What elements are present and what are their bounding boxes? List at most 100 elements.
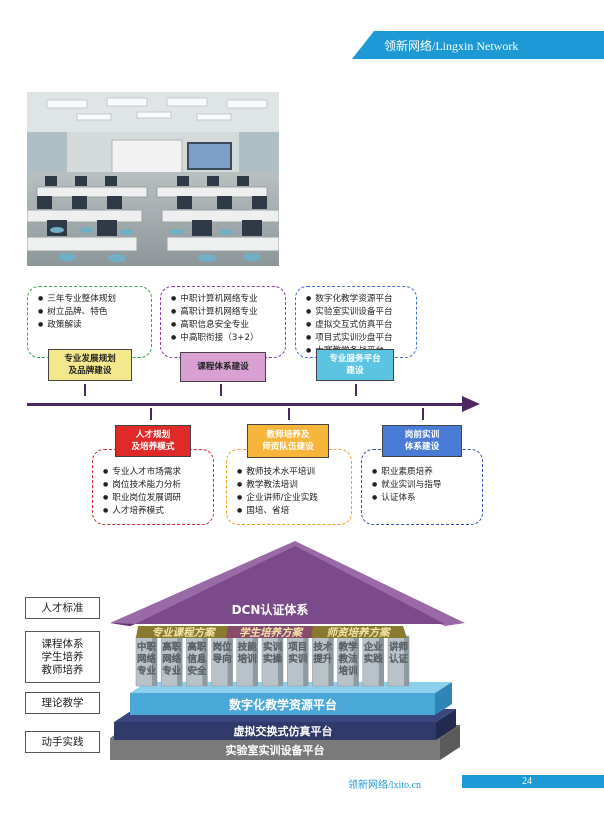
pillar-label: 安全 [187, 665, 207, 677]
timeline-phase-label: 专业服务平台建设 [316, 349, 394, 381]
timeline-tick [422, 408, 424, 420]
pillar-label: 培训 [339, 665, 358, 677]
pillar-label: 中职 [137, 641, 157, 653]
timeline-item-list: 中职计算机网络专业高职计算机网络专业高职信息安全专业中高职衔接（3+2） [161, 287, 285, 345]
pillar-label: 实训 [288, 653, 307, 665]
pillar-label: 实训 [263, 641, 282, 653]
pillar-label: 认证 [389, 653, 409, 665]
timeline-item-text: 就业实训与指导 [372, 479, 482, 492]
beam [311, 626, 407, 638]
timeline-item-text: 高职计算机网络专业 [171, 306, 285, 319]
timeline-item-text: 认证体系 [372, 492, 482, 505]
pillar-label: 教学 [338, 641, 359, 653]
timeline-phase-label-line: 教师培养及 [266, 430, 310, 440]
timeline-phase-label-line: 人才规划 [135, 430, 171, 440]
base-layer-3 [110, 738, 440, 760]
timeline-item-text: 树立品牌、特色 [38, 306, 151, 319]
pyramid-side-label: 人才标准 [25, 597, 100, 619]
pillar-label: 岗位 [213, 641, 233, 653]
timeline-item-text: 人才培养模式 [103, 505, 213, 518]
resource-platform-layer [130, 693, 435, 715]
beam-label: 专业课程方案 [152, 626, 217, 639]
pillar-shade [353, 636, 359, 686]
pillar-label: 培训 [238, 653, 257, 665]
timeline-item-text: 虚拟交互式仿真平台 [306, 319, 416, 332]
roof [135, 546, 445, 624]
timeline-item-box: 数字化教学资源平台实验室实训设备平台虚拟交互式仿真平台项目式实训沙盘平台大赛教学… [295, 286, 417, 358]
header-banner: 领新网络/Lingxin Network [352, 31, 604, 59]
timeline-item-box: 三年专业整体规划树立品牌、特色政策解读 [27, 286, 152, 358]
timeline-item-text: 国培、省培 [237, 505, 351, 518]
timeline-phase-label-line: 建设 [346, 366, 364, 376]
timeline-item-box: 职业素质培养就业实训与指导认证体系 [361, 449, 483, 525]
timeline-item-box: 中职计算机网络专业高职计算机网络专业高职信息安全专业中高职衔接（3+2） [160, 286, 286, 358]
timeline-item-text: 政策解读 [38, 319, 151, 332]
layer-label: 实验室实训设备平台 [226, 743, 325, 757]
timeline-item-list: 教师技术水平培训教学教法培训企业讲师/企业实践国培、省培 [227, 450, 351, 518]
timeline-item-text: 数字化教学资源平台 [306, 293, 416, 306]
timeline-tick [84, 384, 86, 396]
base-layer-3-side [440, 725, 460, 760]
pillar-label: 专业 [162, 665, 182, 677]
roof-title: DCN认证体系 [232, 602, 309, 617]
pillar-shade [378, 636, 384, 686]
pillar-shade [303, 636, 309, 686]
timeline-item-text: 项目式实训沙盘平台 [306, 332, 416, 345]
pillar-label: 网络 [162, 653, 182, 665]
footer-site: 领新网络/lxito.cn [348, 780, 422, 791]
roof-corner [110, 623, 135, 626]
timeline-phase-label: 岗前实训体系建设 [382, 425, 462, 457]
page-number: 24 [522, 776, 532, 787]
timeline-item-list: 三年专业整体规划树立品牌、特色政策解读 [28, 287, 151, 332]
timeline-phase-label: 人才规划及培养模式 [115, 425, 191, 457]
timeline-item-text: 中高职衔接（3+2） [171, 332, 285, 345]
pyramid-side-label-line: 学生培养 [41, 651, 84, 663]
timeline-item-text: 专业人才市场需求 [103, 466, 213, 479]
timeline-phase-label-line: 专业发展规划 [64, 354, 116, 364]
pyramid-side-label-line: 理论教学 [41, 697, 84, 709]
timeline-item-list: 数字化教学资源平台实验室实训设备平台虚拟交互式仿真平台项目式实训沙盘平台大赛教学… [296, 287, 416, 358]
timeline-phase-label-line: 及培养模式 [131, 442, 175, 452]
beam-label: 学生培养方案 [239, 626, 304, 639]
pyramid-side-label: 课程体系学生培养教师培养 [25, 631, 100, 683]
pillar-shade [227, 636, 233, 686]
timeline-phase-label-line: 专业服务平台 [329, 354, 381, 364]
pillar-label: 实践 [364, 653, 384, 665]
pillar-shade [404, 636, 409, 686]
pillar-label: 项目 [288, 642, 307, 653]
pillar-label: 讲师 [389, 641, 409, 653]
pillar-shade [278, 636, 283, 686]
timeline-tick [220, 384, 222, 396]
timeline-item-text: 中职计算机网络专业 [171, 293, 285, 306]
timeline-phase-label-line: 体系建设 [404, 442, 440, 452]
beam-label: 师资培养方案 [327, 626, 392, 639]
timeline-item-box: 专业人才市场需求岗位技术能力分析职业岗位发展调研人才培养模式 [92, 449, 214, 525]
pillar-label: 技能 [238, 641, 258, 653]
beam [136, 626, 232, 638]
pillar-shade [252, 636, 258, 686]
timeline-tick [150, 408, 152, 420]
timeline-item-text: 教学教法培训 [237, 479, 351, 492]
pillar-label: 高职 [187, 641, 207, 653]
pyramid-side-label-line: 人才标准 [41, 602, 84, 614]
layer-label: 虚拟交换式仿真平台 [234, 724, 333, 738]
timeline-item-list: 专业人才市场需求岗位技术能力分析职业岗位发展调研人才培养模式 [93, 450, 213, 518]
pillar-label: 信息 [187, 653, 207, 665]
timeline-phase-label: 教师培养及师资队伍建设 [247, 424, 329, 458]
timeline-phase-label: 课程体系建设 [180, 352, 266, 382]
pillar-label: 导向 [213, 653, 232, 665]
pyramid-side-label-line: 课程体系 [41, 638, 84, 650]
classroom-photo [27, 92, 279, 266]
pillar-label: 网络 [137, 653, 157, 665]
timeline-phase-label: 专业发展规划及品牌建设 [48, 349, 132, 381]
timeline-item-text: 职业岗位发展调研 [103, 492, 213, 505]
pillar-shade [328, 636, 334, 686]
pillar-label: 提升 [313, 653, 333, 665]
brand-title: 领新网络/Lingxin Network [384, 39, 519, 53]
timeline-phase-label-line: 课程体系建设 [197, 362, 249, 372]
layer-label: 数字化教学资源平台 [229, 697, 337, 712]
timeline-item-text: 企业讲师/企业实践 [237, 492, 351, 505]
pyramid-side-label: 动手实践 [25, 731, 100, 753]
pillar-label: 企业 [363, 641, 384, 653]
timeline-phase-label-line: 岗前实训 [404, 430, 440, 440]
